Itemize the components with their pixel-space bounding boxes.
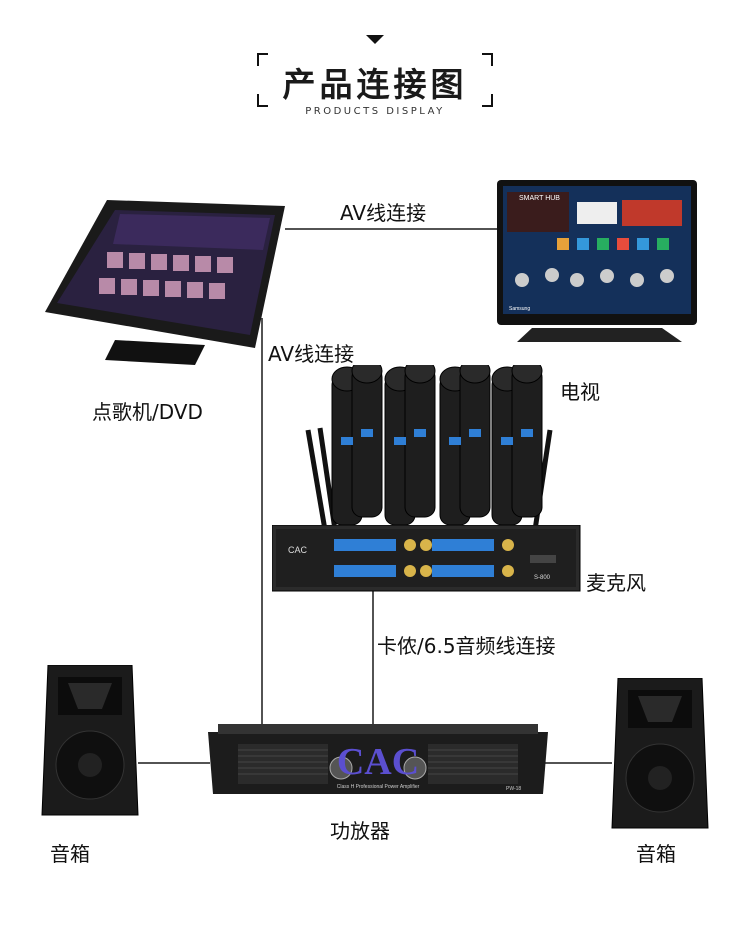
label-speaker-left: 音箱	[50, 842, 90, 866]
wireless-receiver: CAC S-800	[272, 525, 581, 592]
label-tv: 电视	[560, 380, 600, 404]
mic-4	[404, 365, 436, 518]
tv: SMART HUB Samsung	[497, 180, 697, 342]
label-speaker-right: 音箱	[636, 842, 676, 866]
amplifier: CAC Class H Professional Power Amplifier…	[208, 724, 548, 794]
mic-2	[351, 365, 383, 518]
receiver-brand: CAC	[288, 545, 308, 555]
amp-tagline: Class H Professional Power Amplifier	[337, 784, 420, 790]
tv-corner-text: Samsung	[509, 306, 530, 312]
label-av-top: AV线连接	[340, 201, 427, 225]
label-cable: 卡侬/6.5音频线连接	[377, 634, 556, 658]
label-mic: 麦克风	[586, 571, 646, 595]
speaker-right	[611, 678, 709, 829]
mic-8	[511, 365, 543, 518]
label-amp: 功放器	[330, 819, 390, 843]
page-title: 产品连接图	[282, 65, 468, 104]
header-arrow-icon	[366, 35, 384, 44]
microphones	[331, 365, 543, 526]
mic-6	[459, 365, 491, 518]
header-bracket-frame	[257, 53, 493, 107]
karaoke-tablet	[45, 200, 285, 365]
receiver-model: S-800	[534, 575, 551, 581]
label-av-mid: AV线连接	[268, 342, 355, 366]
speaker-left	[41, 665, 139, 816]
label-karaoke: 点歌机/DVD	[92, 400, 203, 424]
amp-model: PW-18	[506, 786, 521, 792]
amp-brand: CAC	[337, 741, 419, 783]
tv-screen-text: SMART HUB	[519, 195, 560, 202]
page-subtitle: PRODUCTS DISPLAY	[305, 106, 445, 117]
